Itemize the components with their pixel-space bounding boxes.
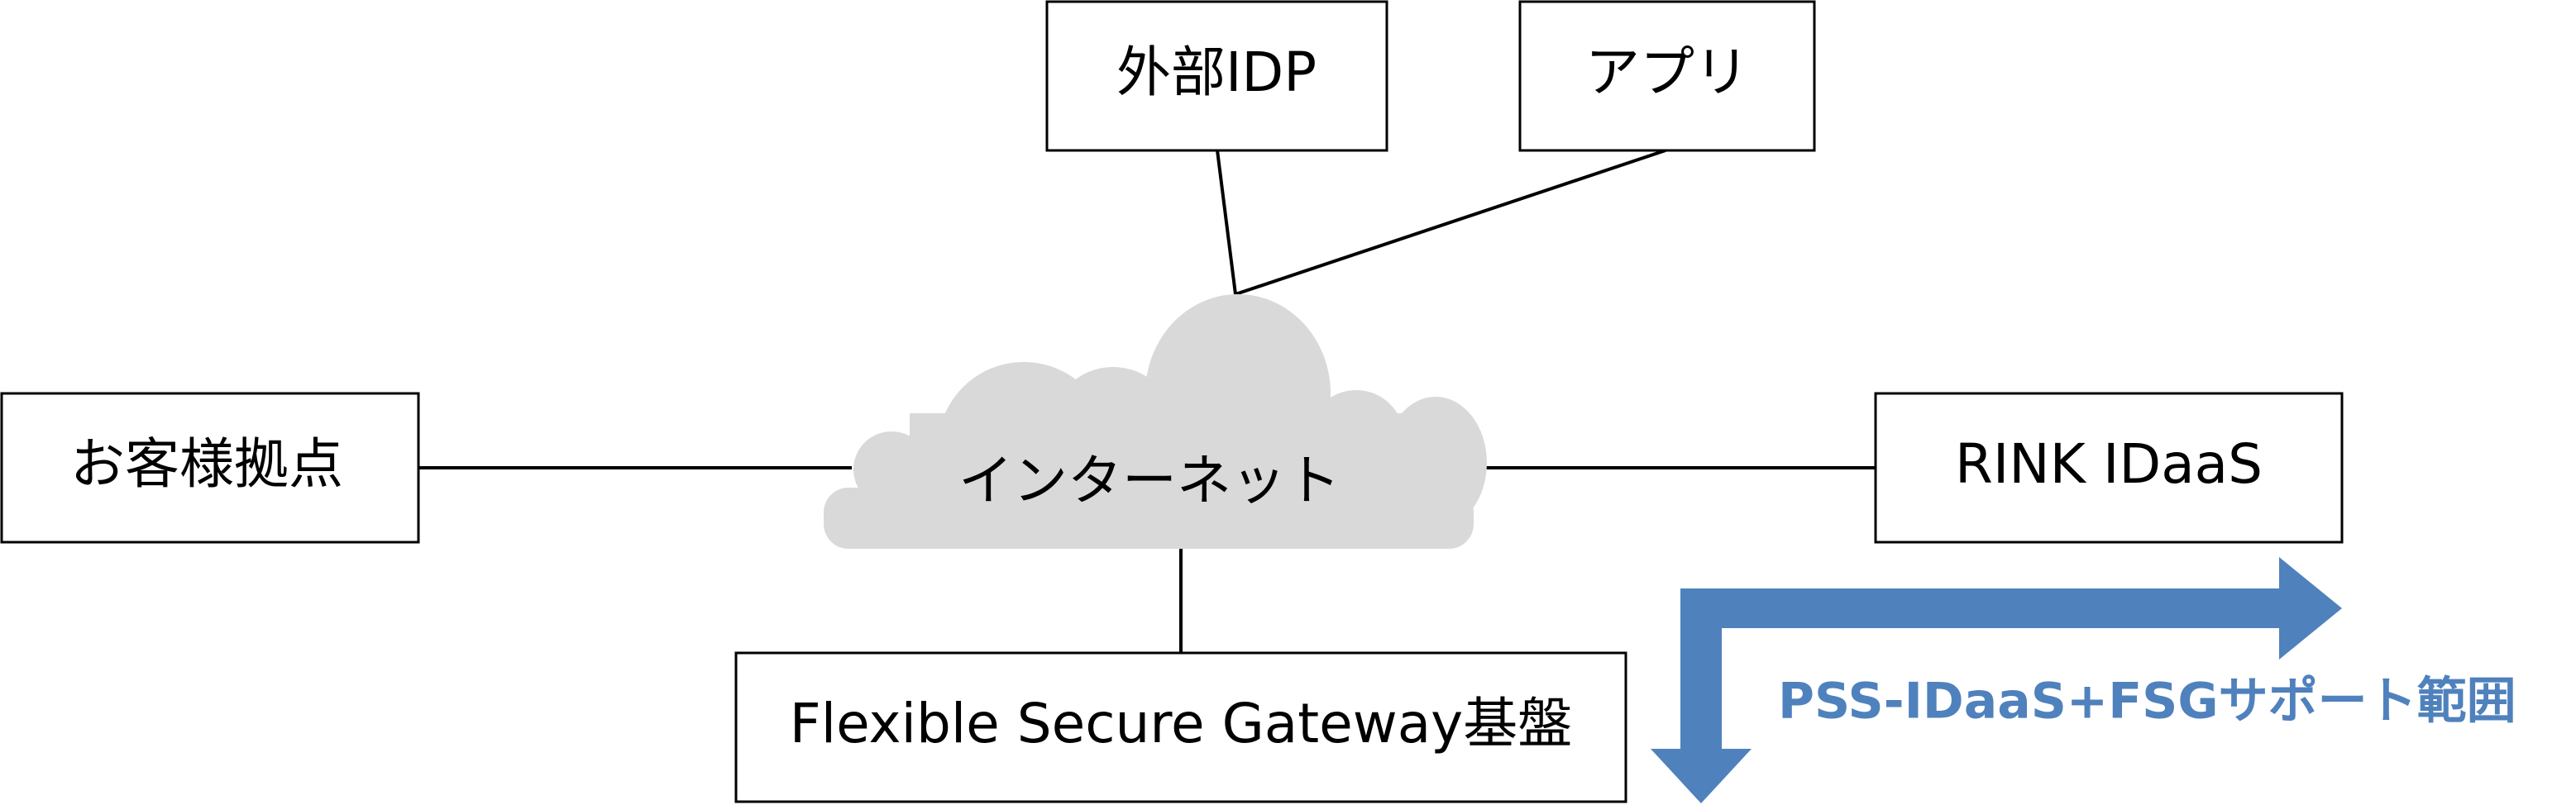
fsg-platform-label: Flexible Secure Gateway基盤 bbox=[790, 692, 1572, 755]
customer-site-label: お客様拠点 bbox=[70, 432, 343, 496]
app-label: アプリ bbox=[1585, 40, 1749, 104]
connector-app-internet bbox=[1235, 149, 1666, 296]
internet-cloud: インターネット bbox=[824, 294, 1487, 549]
internet-label: インターネット bbox=[958, 449, 1341, 512]
support-scope-arrow bbox=[1651, 557, 2342, 803]
connector-idp-internet bbox=[1216, 150, 1237, 295]
box-customer-site: お客様拠点 bbox=[0, 392, 420, 544]
box-app: アプリ bbox=[1518, 0, 1816, 152]
box-fsg-platform: Flexible Secure Gateway基盤 bbox=[734, 651, 1627, 803]
external-idp-label: 外部IDP bbox=[1116, 40, 1317, 104]
box-external-idp: 外部IDP bbox=[1045, 0, 1388, 152]
support-scope-label: PSS-IDaaS+FSGサポート範囲 bbox=[1778, 673, 2516, 731]
rink-idaas-label: RINK IDaaS bbox=[1955, 432, 2263, 496]
box-rink-idaas: RINK IDaaS bbox=[1874, 392, 2344, 544]
connectors bbox=[418, 149, 1876, 653]
